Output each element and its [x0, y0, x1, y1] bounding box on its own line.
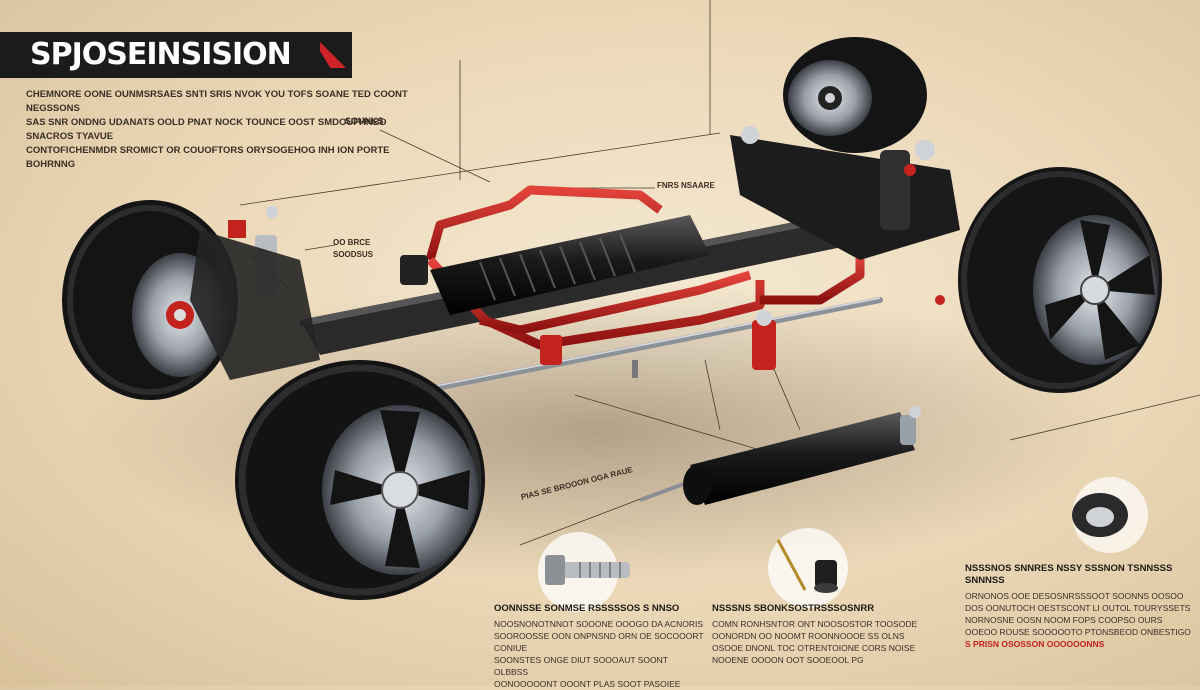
caption-line: OONORDN OO NOOMT ROONNOOOE SS OLNS: [712, 631, 905, 641]
title-accent-mark: [320, 42, 346, 68]
caption-line: SOOROOSSE OON ONPNSND ORN OE SOCOOORT CO…: [494, 631, 704, 653]
caption-heading: NSSSNOS SNNRES NSSY SSSNON TSNNSSS SNNNS…: [965, 563, 1173, 586]
detail-bushing-callout: [1072, 477, 1148, 553]
detail-pin-callout: [768, 528, 848, 608]
caption-bushing: NSSSNOS SNNRES NSSY SSSNON TSNNSSS SNNNS…: [965, 563, 1197, 650]
page-title: SPJOSEINSISION: [30, 37, 292, 72]
caption-line: OONOOOOONT OOONT PLAS SOOT PASOIEE: [494, 679, 681, 689]
pointer-label-1: OO BRCE: [333, 238, 371, 247]
caption-tail: S PRISN OSOSSON OOOOOONNS: [965, 639, 1105, 649]
detail-bolt-callout: [538, 532, 630, 612]
caption-line: ORNONOS OOE DESOSNRSSSOOT SOONNS OOSOO: [965, 591, 1184, 601]
caption-pin: NSSSNS SBONKSOSTRSSSOSNRR COMN RONHSNTOR…: [712, 603, 922, 666]
steering-rack: [400, 215, 710, 315]
caption-line: OOEOO ROUSE SOOOOOTO PTONSBEOD ONBESTIGO: [965, 627, 1191, 637]
caption-line: OSOOE DNONL TOC OTRENTOIONE CORS NOISE: [712, 643, 916, 653]
caption-bolt: OONNSSE SONMSE RSSSSSOS S NNSO NOOSNONOT…: [494, 603, 704, 690]
caption-heading: NSSSNS SBONKSOSTRSSSOSNRR: [712, 603, 875, 614]
intro-aside-label: SOUNKS: [345, 116, 384, 126]
front-strut: [190, 206, 320, 380]
intro-text: CHEMNORE OONE OUNMSRSAES SNTI SRIS NVOK …: [26, 88, 416, 172]
caption-line: NOOSNONOTNNOT SOOONE OOOGO DA ACNORIS: [494, 619, 704, 629]
caption-line: SOONSTES ONGE DIUT SOOOAUT SOONT OLBBSS: [494, 655, 668, 677]
caption-line: COMN RONHSNTOR ONT NOOSOSTOR TOOSODE: [712, 619, 918, 629]
caption-line: DOS OONUTOCH OESTSCONT LI OUTOL TOURYSSE…: [965, 603, 1191, 613]
intro-line: SAS SNR ONDNG UDANATS OOLD PNAT NOCK TOU…: [26, 117, 387, 142]
title-banner: SPJOSEINSISION: [0, 32, 352, 78]
rear-right-wheel: [958, 167, 1162, 393]
caption-heading: OONNSSE SONMSE RSSSSSOS S NNSO: [494, 603, 680, 614]
red-control-arms: [425, 185, 865, 350]
shock-absorber: [639, 406, 921, 505]
rear-left-wheel: [783, 37, 927, 153]
intro-line: CONTOFICHENMDR SROMICT OR COUOFTORS ORYS…: [26, 145, 390, 170]
caption-line: NOOENE OOOON OOT SOOEOOL PG: [712, 655, 864, 665]
intro-line: CHEMNORE OONE OUNMSRSAES SNTI SRIS NVOK …: [26, 89, 408, 114]
red-mounts: [540, 310, 776, 378]
pointer-label-2: SOODSUS: [333, 250, 374, 259]
caption-line: NORNOSNE OOSN NOOM FOPS COOPSO OURS: [965, 615, 1163, 625]
top-right-label: FNRS NSAARE: [657, 181, 715, 190]
front-right-wheel: [235, 360, 485, 600]
